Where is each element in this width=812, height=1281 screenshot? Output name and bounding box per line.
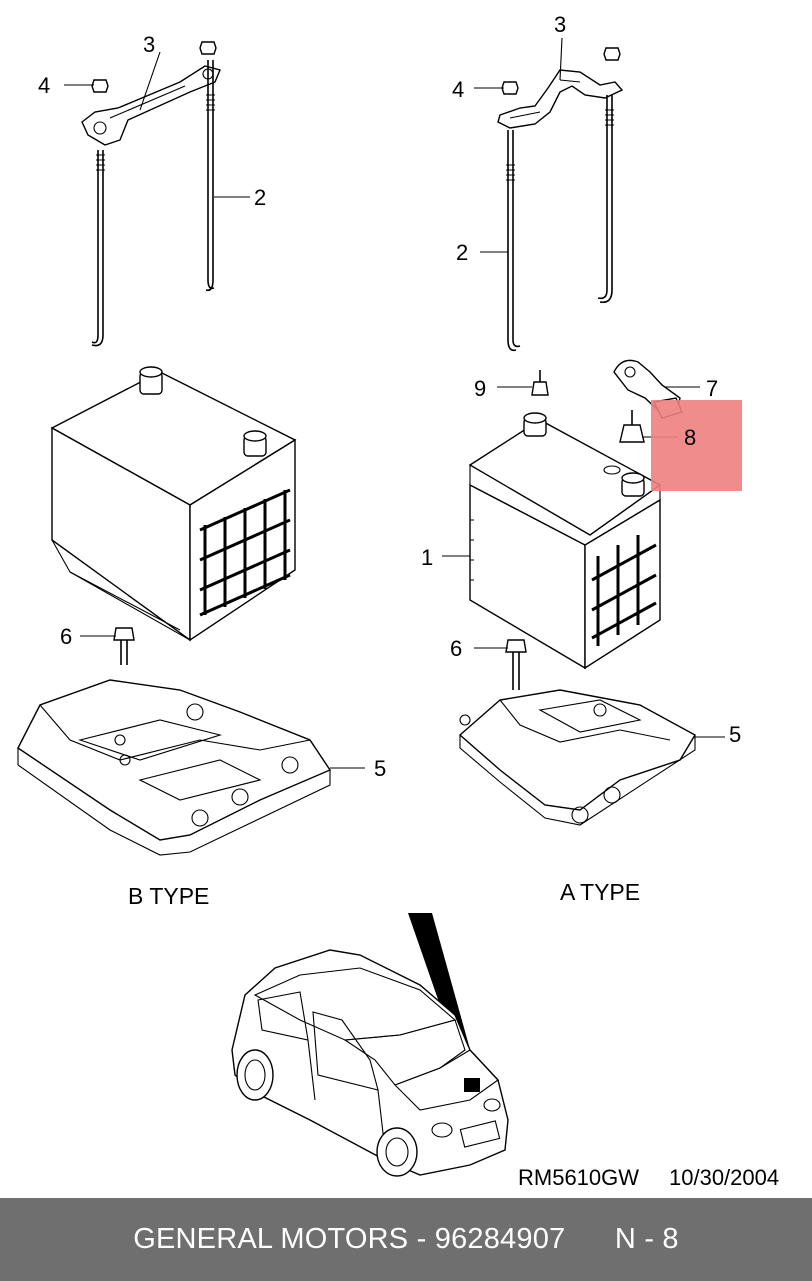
highlight-box [651, 400, 742, 491]
a-type-assembly [442, 37, 725, 826]
a-label-6: 6 [450, 636, 462, 661]
a-hold-down-bracket [497, 69, 624, 129]
footer-part-number: 96284907 [434, 1223, 566, 1255]
a-terminal [619, 410, 645, 443]
footer-position: N - 8 [614, 1223, 679, 1255]
a-label-7: 7 [706, 376, 718, 401]
a-rod [506, 95, 614, 352]
footer-gap [565, 1223, 615, 1256]
b-nut [91, 41, 217, 93]
b-label-3: 3 [143, 32, 155, 57]
a-label-2: 2 [456, 240, 468, 265]
a-label-5: 5 [729, 722, 741, 747]
a-label-9: 9 [474, 376, 486, 401]
footer-bar: GENERAL MOTORS - 96284907 N - 8 [0, 1198, 812, 1281]
b-label-2: 2 [254, 185, 266, 210]
a-label-8: 8 [684, 425, 696, 450]
a-label-4: 4 [452, 77, 464, 102]
footer-separator: - [408, 1223, 435, 1255]
vehicle-location-view [231, 913, 509, 1177]
drawing-code: RM5610GW [518, 1165, 639, 1190]
a-type-label: A TYPE [560, 879, 640, 905]
b-battery [50, 366, 297, 642]
b-label-4: 4 [38, 73, 50, 98]
b-type-label: B TYPE [128, 883, 209, 909]
a-clip [531, 370, 549, 396]
b-bolt [113, 627, 135, 665]
b-type-assembly [17, 41, 365, 856]
b-label-5: 5 [374, 756, 386, 781]
battery-location-marker [464, 1078, 480, 1092]
a-tray [458, 689, 696, 826]
footer-brand: GENERAL MOTORS [133, 1223, 409, 1255]
drawing-date: 10/30/2004 [669, 1165, 779, 1190]
a-label-3: 3 [554, 12, 566, 37]
a-bolt [505, 639, 527, 690]
b-label-6: 6 [60, 624, 72, 649]
a-label-1: 1 [421, 545, 433, 570]
b-tray [17, 679, 332, 856]
parts-diagram: 3 4 2 6 5 3 4 2 9 7 8 1 6 5 B TYPE A TYP… [17, 12, 779, 1190]
b-rod [91, 60, 215, 347]
a-battery [468, 412, 662, 670]
